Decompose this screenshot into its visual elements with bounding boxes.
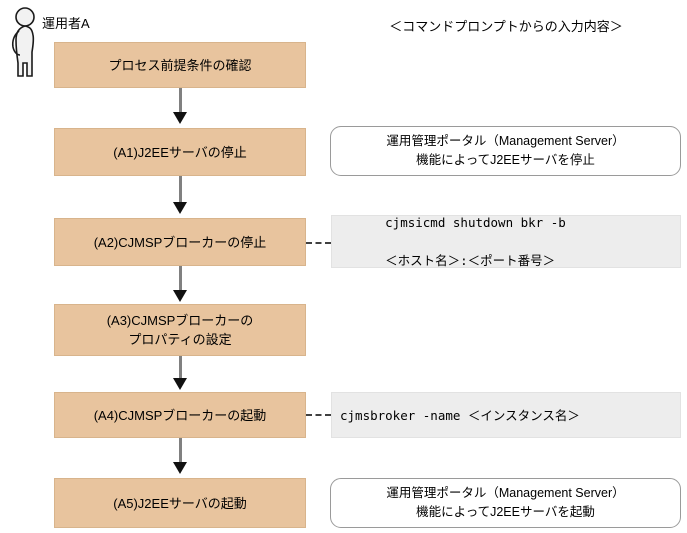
process-box-step-a5[interactable]: (A5)J2EEサーバの起動 (54, 478, 306, 528)
process-box-step-a4[interactable]: (A4)CJMSPブローカーの起動 (54, 392, 306, 438)
flow-arrowhead-3-to-4 (173, 378, 187, 390)
command-text: cjmsicmd shutdown bkr -b ＜ホスト名＞:＜ポート番号＞ (385, 215, 566, 268)
flow-arrowhead-4-to-5 (173, 462, 187, 474)
dashed-connector-a4 (306, 414, 331, 416)
flow-arrowhead-0-to-1 (173, 112, 187, 124)
flow-arrowhead-1-to-2 (173, 202, 187, 214)
command-text: cjmsbroker -name ＜インスタンス名＞ (340, 407, 580, 423)
person-standing-icon (6, 6, 44, 84)
callout-text: 運用管理ポータル（Management Server） 機能によってJ2EEサー… (386, 486, 625, 519)
command-box-step-a4: cjmsbroker -name ＜インスタンス名＞ (331, 392, 681, 438)
flow-arrow-3-to-4 (179, 356, 182, 380)
process-box-step-a2[interactable]: (A2)CJMSPブローカーの停止 (54, 218, 306, 266)
actor-label: 運用者A (42, 16, 90, 31)
dashed-connector-a2 (306, 242, 331, 244)
column-header: ＜コマンドプロンプトからの入力内容＞ (389, 19, 623, 34)
process-label: プロセス前提条件の確認 (108, 57, 252, 73)
flow-arrow-4-to-5 (179, 438, 182, 464)
callout-step-a1: 運用管理ポータル（Management Server） 機能によってJ2EEサー… (330, 126, 681, 176)
command-box-step-a2: cjmsicmd shutdown bkr -b ＜ホスト名＞:＜ポート番号＞ (331, 215, 681, 268)
process-label: (A4)CJMSPブローカーの起動 (93, 407, 267, 423)
process-box-step-0[interactable]: プロセス前提条件の確認 (54, 42, 306, 88)
process-box-step-a1[interactable]: (A1)J2EEサーバの停止 (54, 128, 306, 176)
callout-text: 運用管理ポータル（Management Server） 機能によってJ2EEサー… (386, 134, 625, 167)
process-label: (A5)J2EEサーバの起動 (113, 495, 247, 511)
process-label: (A2)CJMSPブローカーの停止 (93, 234, 267, 250)
flow-arrow-1-to-2 (179, 176, 182, 204)
flow-arrowhead-2-to-3 (173, 290, 187, 302)
process-label: (A1)J2EEサーバの停止 (113, 144, 247, 160)
flow-arrow-2-to-3 (179, 266, 182, 292)
flow-arrow-0-to-1 (179, 88, 182, 114)
callout-step-a5: 運用管理ポータル（Management Server） 機能によってJ2EEサー… (330, 478, 681, 528)
process-label: (A3)CJMSPブローカーの プロパティの設定 (106, 313, 254, 347)
process-box-step-a3[interactable]: (A3)CJMSPブローカーの プロパティの設定 (54, 304, 306, 356)
